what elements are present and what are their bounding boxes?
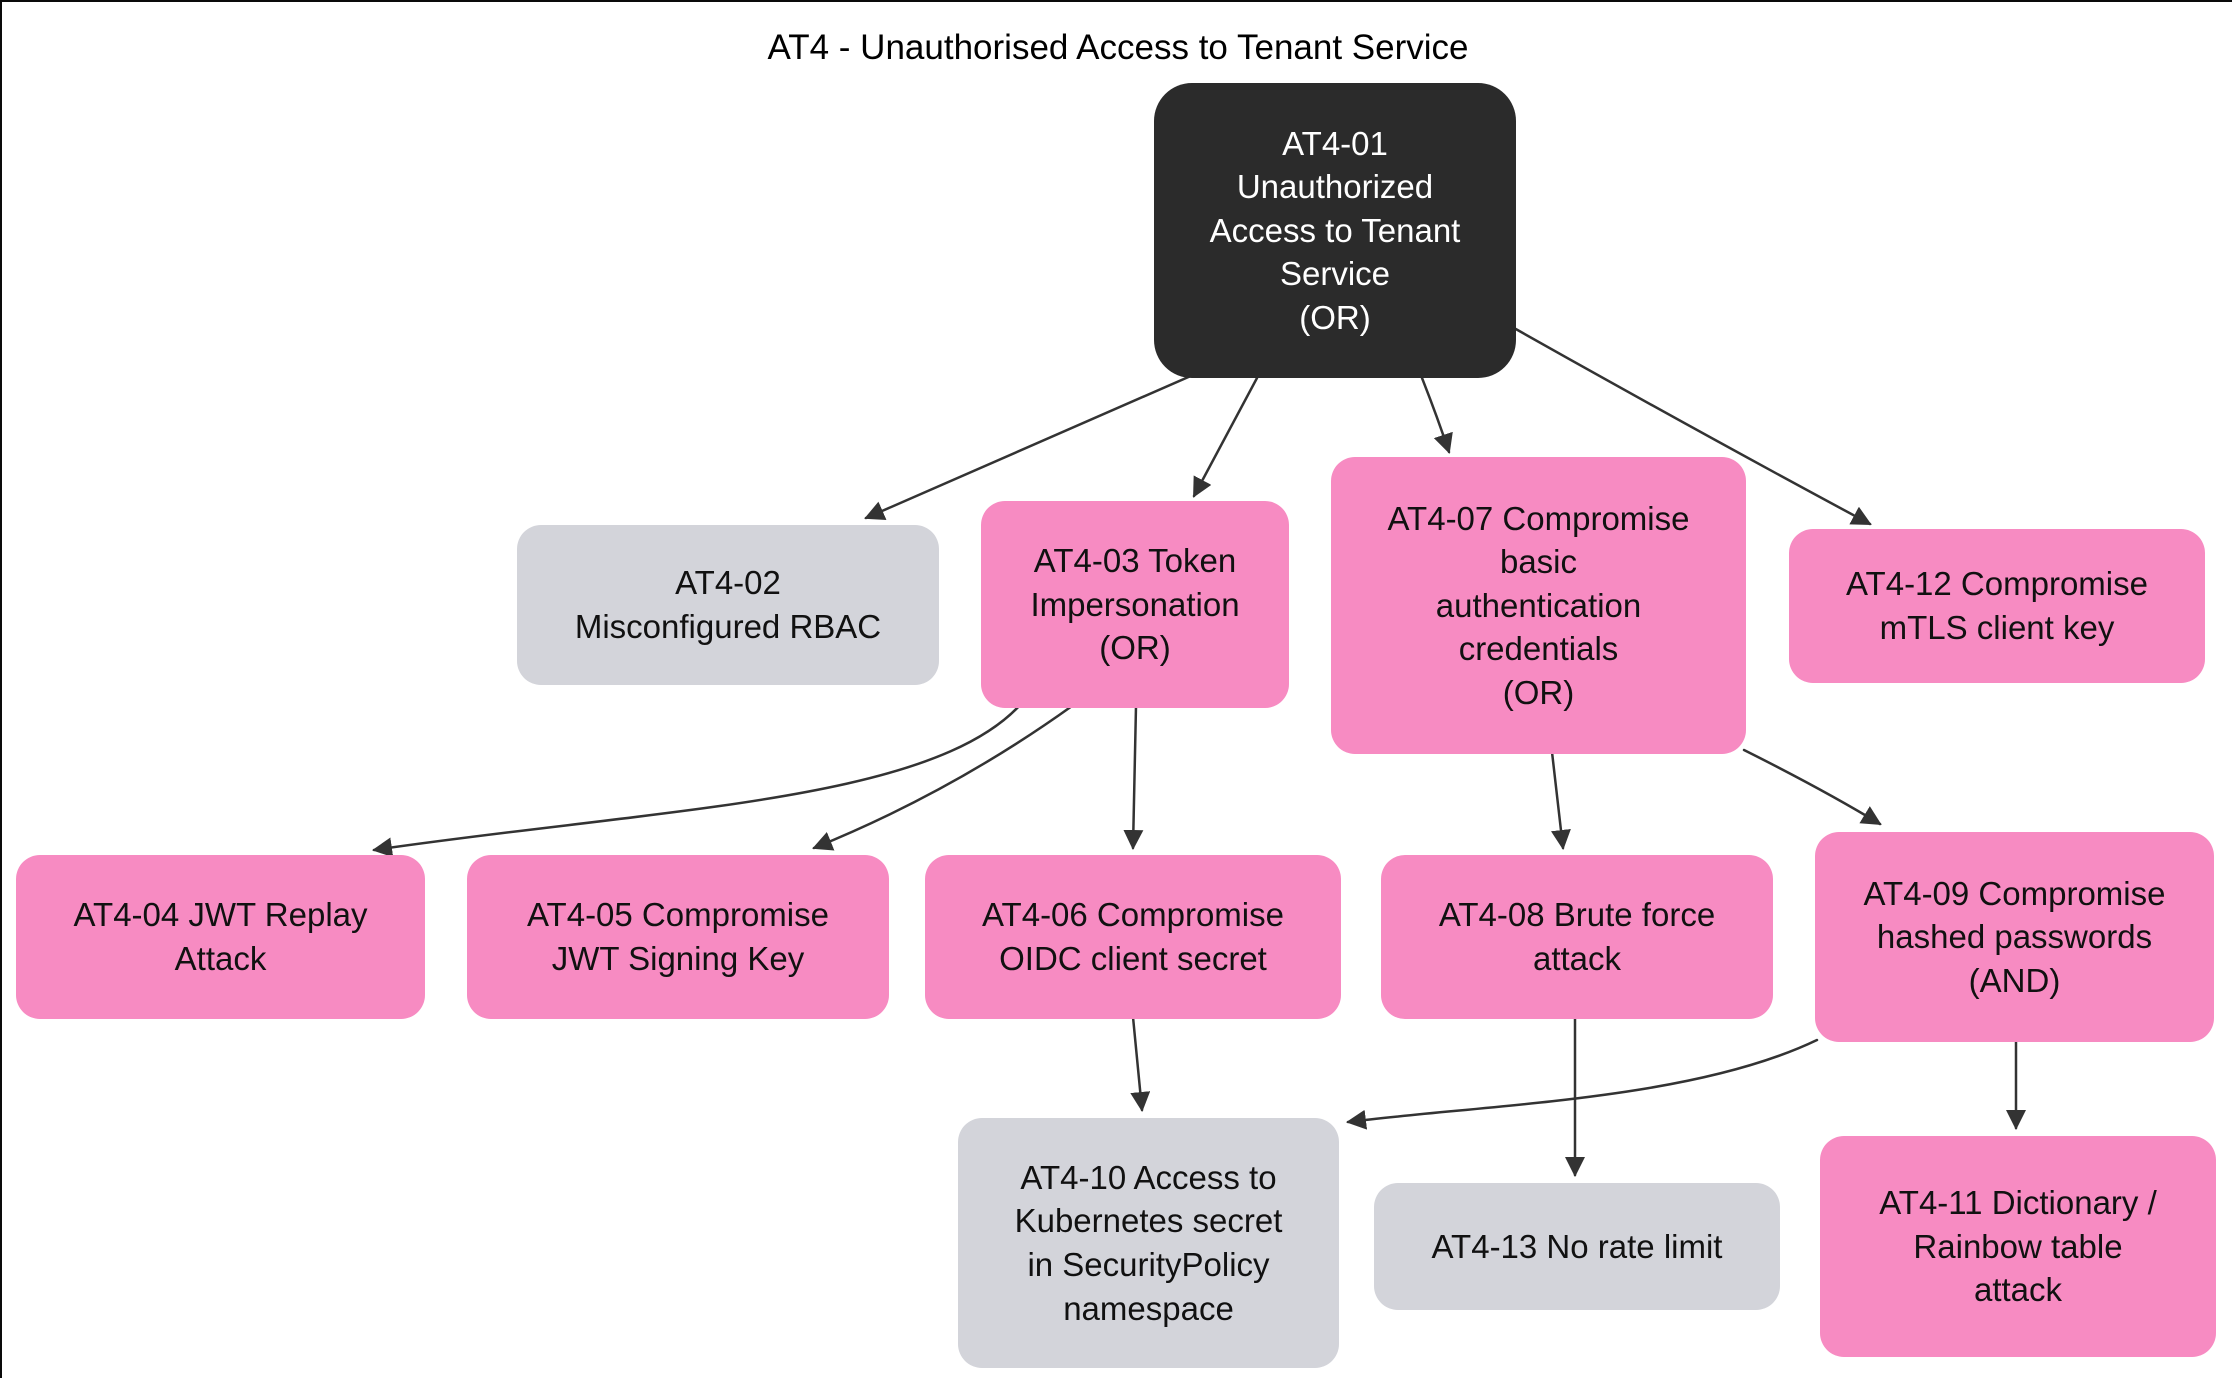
edge-at4-07-at4-09	[1742, 748, 1882, 826]
node-at4-10-label: AT4-10 Access to Kubernetes secret in Se…	[1014, 1158, 1283, 1327]
node-at4-07: AT4-07 Compromise basic authentication c…	[1331, 457, 1746, 754]
node-at4-06-label: AT4-06 Compromise OIDC client secret	[982, 896, 1284, 977]
node-at4-06: AT4-06 Compromise OIDC client secret	[925, 855, 1341, 1019]
node-at4-11-label: AT4-11 Dictionary / Rainbow table attack	[1879, 1184, 2157, 1309]
edge-at4-01-at4-07	[1420, 376, 1453, 454]
node-at4-01: AT4-01 Unauthorized Access to Tenant Ser…	[1154, 83, 1516, 378]
node-at4-09: AT4-09 Compromise hashed passwords (AND)	[1815, 832, 2214, 1042]
diagram-title: AT4 - Unauthorised Access to Tenant Serv…	[767, 28, 1469, 67]
node-at4-05-label: AT4-05 Compromise JWT Signing Key	[527, 896, 829, 977]
node-at4-07-label: AT4-07 Compromise basic authentication c…	[1387, 499, 1690, 711]
node-at4-04-label: AT4-04 JWT Replay Attack	[73, 896, 368, 977]
node-at4-09-label: AT4-09 Compromise hashed passwords (AND)	[1863, 874, 2166, 999]
node-at4-08-label: AT4-08 Brute force attack	[1438, 896, 1716, 977]
node-at4-10: AT4-10 Access to Kubernetes secret in Se…	[958, 1118, 1339, 1368]
node-at4-02: AT4-02 Misconfigured RBAC	[517, 525, 939, 685]
edge-at4-03-at4-05	[812, 704, 1074, 851]
node-at4-12: AT4-12 Compromise mTLS client key	[1789, 529, 2205, 683]
node-at4-03: AT4-03 Token Impersonation (OR)	[981, 501, 1289, 708]
node-at4-08: AT4-08 Brute force attack	[1381, 855, 1773, 1019]
node-at4-01-label: AT4-01 Unauthorized Access to Tenant Ser…	[1209, 124, 1461, 336]
edge-at4-03-at4-04	[372, 702, 1023, 858]
node-at4-12-label: AT4-12 Compromise mTLS client key	[1846, 565, 2148, 646]
edge-at4-06-at4-10	[1130, 1015, 1151, 1112]
edge-at4-03-at4-06	[1123, 704, 1144, 850]
edge-at4-01-at4-12	[1512, 326, 1872, 526]
node-at4-13-label: AT4-13 No rate limit	[1431, 1227, 1723, 1265]
edge-at4-07-at4-08	[1550, 750, 1571, 850]
node-at4-02-label: AT4-02 Misconfigured RBAC	[574, 564, 882, 645]
node-at4-03-label: AT4-03 Token Impersonation (OR)	[1030, 542, 1240, 667]
edge-at4-01-at4-02	[864, 352, 1243, 520]
node-at4-13: AT4-13 No rate limit	[1374, 1183, 1780, 1310]
edge-at4-09-at4-10	[1346, 1038, 1819, 1130]
edge-at4-01-at4-03	[1192, 376, 1259, 498]
node-at4-04: AT4-04 JWT Replay Attack	[16, 855, 425, 1019]
node-at4-11: AT4-11 Dictionary / Rainbow table attack	[1820, 1136, 2216, 1357]
node-at4-05: AT4-05 Compromise JWT Signing Key	[467, 855, 889, 1019]
